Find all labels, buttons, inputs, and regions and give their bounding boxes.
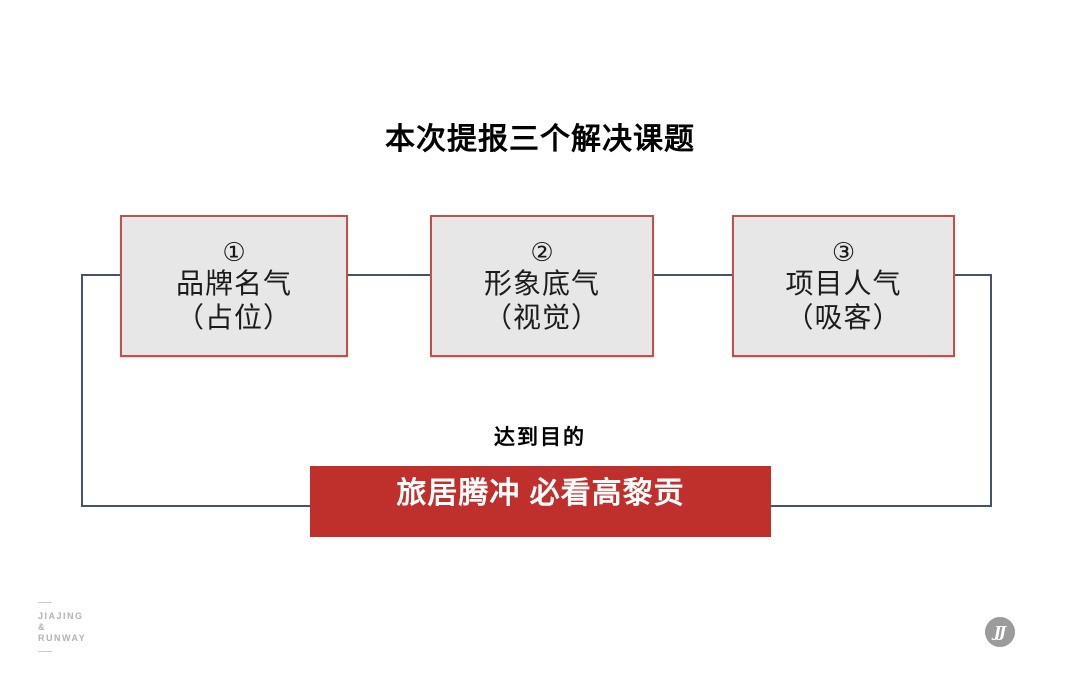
watermark: JIAJING & RUNWAY [38, 602, 86, 652]
topic-note: （占位） [175, 302, 292, 333]
jj-logo-text: JJ [993, 623, 1006, 641]
watermark-line-3: RUNWAY [38, 633, 87, 643]
connector-line-left-vertical [81, 274, 83, 507]
watermark-line-1: JIAJING [38, 611, 84, 621]
topic-name: 项目人气 [785, 268, 902, 299]
circled-number-1: ① [222, 237, 246, 267]
jj-logo-icon: JJ [985, 617, 1015, 647]
topic-name: 形象底气 [483, 268, 600, 299]
connector-line-box2-box3 [653, 274, 733, 276]
watermark-rule-bottom [38, 651, 52, 652]
topic-box-project: ③ 项目人气 （吸客） [732, 215, 955, 357]
circled-number-3: ③ [831, 237, 856, 267]
slogan-banner: 旅居腾冲 必看高黎贡 [310, 466, 771, 537]
connector-line-right-vertical [990, 274, 992, 507]
topic-box-brand: ① 品牌名气 （占位） [120, 215, 348, 357]
topic-note: （视觉） [483, 302, 600, 333]
topic-name: 品牌名气 [175, 268, 292, 299]
connector-line-left-stub [81, 274, 121, 276]
connector-line-box1-box2 [347, 274, 431, 276]
connector-line-right-stub [954, 274, 992, 276]
slogan-text: 旅居腾冲 必看高黎贡 [396, 477, 685, 510]
circled-number-2: ② [530, 237, 554, 267]
topic-box-image: ② 形象底气 （视觉） [430, 215, 654, 357]
watermark-rule-top [38, 602, 52, 603]
goal-label: 达到目的 [494, 426, 586, 449]
watermark-line-2: & [38, 622, 46, 632]
topic-note: （吸客） [785, 302, 902, 333]
page-title: 本次提报三个解决课题 [385, 123, 695, 156]
